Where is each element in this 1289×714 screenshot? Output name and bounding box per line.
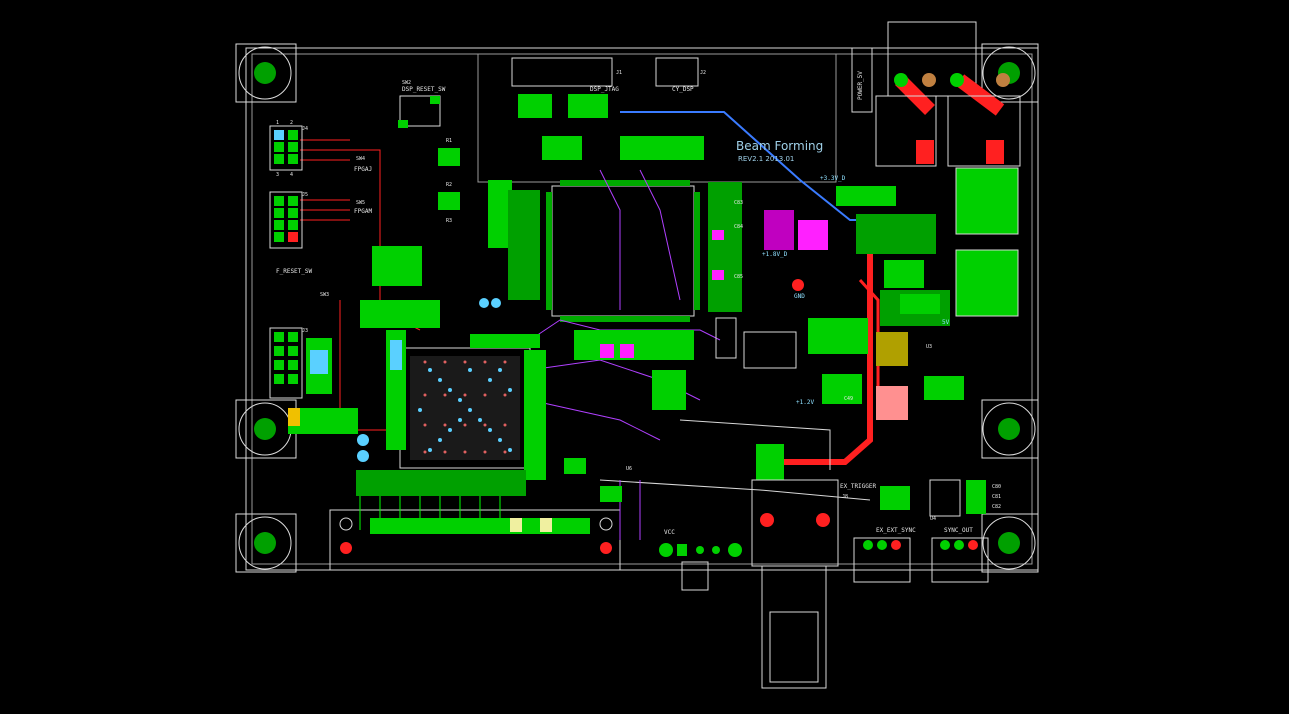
- label-rail-3v3: +3.3V_D: [820, 175, 846, 182]
- label-c85: C85: [734, 274, 743, 280]
- label-j4: J4: [302, 126, 308, 132]
- label-fpgaj: FPGAJ: [354, 166, 372, 173]
- label-rail-1v2: +1.2V: [796, 399, 814, 406]
- label-c80: C80: [992, 484, 1001, 490]
- label-sw5: SW5: [356, 200, 365, 206]
- mounting-hole-icon: [235, 43, 297, 103]
- label-j8: J8: [842, 494, 848, 500]
- silkscreen-labels: Beam Forming REV2.1 2013.01 SW2 DSP_RESE…: [276, 70, 1001, 536]
- label-cy-dsp: CY_DSP: [672, 86, 694, 93]
- via-icon: [418, 368, 512, 452]
- label-sw4: SW4: [356, 156, 365, 162]
- mounting-holes: [235, 43, 1039, 573]
- board-revision: REV2.1 2013.01: [738, 155, 794, 163]
- bottom-copper-trace: [620, 111, 870, 221]
- label-rail-5v: 5V: [942, 319, 950, 326]
- label-u6: U6: [626, 466, 632, 472]
- label-sw2: SW2: [402, 80, 411, 86]
- label-r3: R3: [446, 218, 452, 224]
- pin-label: 1: [276, 120, 279, 126]
- mounting-hole-icon: [981, 43, 1039, 103]
- label-ex-ext-sync: EX_EXT_SYNC: [876, 527, 916, 534]
- label-j2: J2: [700, 70, 706, 76]
- bga-package: [399, 347, 531, 469]
- label-gnd: GND: [794, 293, 805, 300]
- label-r1: R1: [446, 138, 452, 144]
- label-dsp-reset: DSP_RESET_SW: [402, 86, 446, 93]
- label-rail-1v8: +1.8V_D: [762, 251, 788, 258]
- label-c49: C49: [844, 396, 853, 402]
- bga-balls: [423, 360, 507, 454]
- board-title: Beam Forming: [736, 139, 823, 153]
- label-u4: U4: [930, 516, 936, 522]
- pin-label: 4: [290, 172, 293, 178]
- label-j1: J1: [616, 70, 622, 76]
- label-fpgam: FPGAM: [354, 208, 372, 215]
- label-c83: C83: [734, 200, 743, 206]
- mounting-hole-icon: [235, 513, 297, 573]
- label-dsp-jtag: DSP_JTAG: [590, 86, 619, 93]
- label-j5: J5: [302, 192, 308, 198]
- pin-label: 3: [276, 172, 279, 178]
- label-power-in: POWER_5V: [857, 71, 864, 100]
- label-ex-trigger: EX_TRIGGER: [840, 483, 877, 490]
- label-c82: C82: [992, 504, 1001, 510]
- label-f-reset: F_RESET_SW: [276, 268, 313, 275]
- main-ic-footprint: [546, 169, 700, 322]
- label-vcc: VCC: [664, 529, 675, 536]
- label-sw3: SW3: [320, 292, 329, 298]
- mounting-hole-icon: [981, 513, 1039, 573]
- mounting-hole-icon: [981, 399, 1039, 459]
- label-c81: C81: [992, 494, 1001, 500]
- label-u3: U3: [926, 344, 932, 350]
- label-sync-out: SYNC_OUT: [944, 527, 973, 534]
- label-j3: J3: [302, 328, 308, 334]
- mounting-hole-icon: [235, 399, 297, 459]
- pin-label: 2: [290, 120, 293, 126]
- label-r2: R2: [446, 182, 452, 188]
- label-c84: C84: [734, 224, 743, 230]
- component-pads: [269, 57, 1021, 583]
